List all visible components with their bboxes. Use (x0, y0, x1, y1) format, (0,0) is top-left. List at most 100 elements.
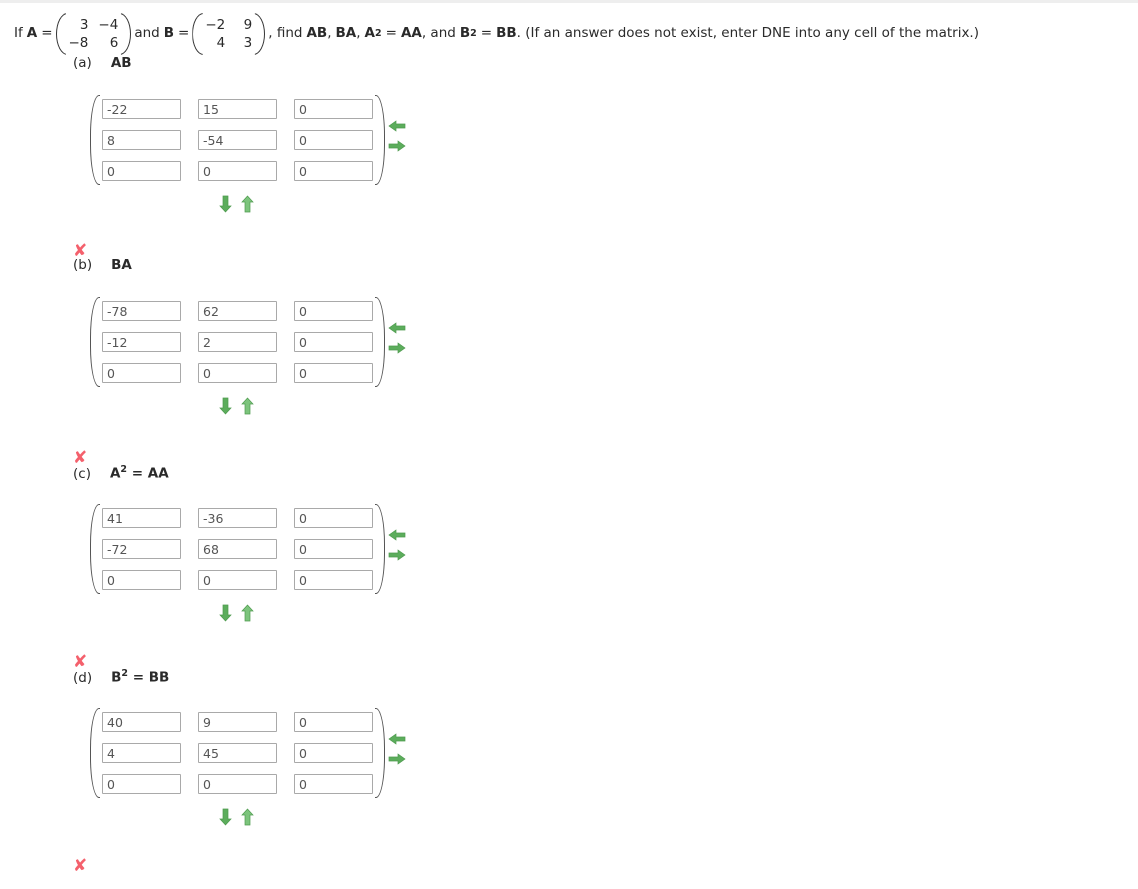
matrix-cell-r2c1[interactable] (198, 774, 277, 794)
matrix-cell-r1c0[interactable] (102, 539, 181, 559)
incorrect-mark: ✘ (73, 448, 88, 468)
matrix-b-r1c0: 4 (216, 35, 226, 51)
matrix-row (102, 301, 373, 321)
matrix-right-bracket-icon (375, 95, 387, 185)
left-arrow-icon[interactable] (388, 732, 406, 746)
part-header-b: (b) BA (73, 257, 132, 273)
question-var-a: A (26, 25, 38, 42)
matrix-cell-r2c2[interactable] (294, 774, 373, 794)
part-label: (b) (73, 257, 93, 273)
matrix-cell-r0c1[interactable] (198, 99, 277, 119)
matrix-cell-r1c2[interactable] (294, 539, 373, 559)
part-label: (d) (73, 669, 93, 686)
matrix-cell-r1c2[interactable] (294, 743, 373, 763)
matrix-cell-r1c0[interactable] (102, 130, 181, 150)
matrix-cell-r1c2[interactable] (294, 332, 373, 352)
row-controls (219, 195, 254, 213)
matrix-cell-r0c0[interactable] (102, 301, 181, 321)
question-conjunction: and (134, 25, 160, 42)
left-arrow-icon[interactable] (388, 321, 406, 335)
part-header-a: (a)AB (73, 55, 132, 71)
question-statement: If A = 3 −4 −8 6 and B = −2 9 4 3 , find… (14, 13, 979, 55)
matrix-cell-r0c2[interactable] (294, 99, 373, 119)
down-arrow-icon[interactable] (219, 808, 232, 826)
part-title: BA (111, 257, 132, 273)
question-term-ba: BA (335, 25, 357, 42)
matrix-cell-r0c0[interactable] (102, 712, 181, 732)
part-header-d: (d)B2 = BB (73, 668, 169, 686)
right-arrow-icon[interactable] (388, 752, 406, 766)
question-term-b-squared: B (459, 25, 471, 42)
question-term-a-squared: A (364, 25, 375, 42)
row-controls (219, 604, 254, 622)
matrix-a-r0c0: 3 (79, 16, 89, 33)
matrix-cell-r2c1[interactable] (198, 570, 277, 590)
matrix-cell-r2c0[interactable] (102, 161, 181, 181)
matrix-cell-r1c2[interactable] (294, 130, 373, 150)
right-arrow-icon[interactable] (388, 341, 406, 355)
incorrect-mark: ✘ (73, 241, 88, 261)
matrix-cell-r1c1[interactable] (198, 743, 277, 763)
matrix-cell-r1c0[interactable] (102, 332, 181, 352)
matrix-cell-r1c0[interactable] (102, 743, 181, 763)
up-arrow-icon[interactable] (241, 195, 254, 213)
matrix-cell-r2c2[interactable] (294, 161, 373, 181)
matrix-cell-r0c0[interactable] (102, 99, 181, 119)
matrix-cell-r2c0[interactable] (102, 363, 181, 383)
incorrect-mark: ✘ (73, 856, 88, 876)
matrix-cell-r1c1[interactable] (198, 539, 277, 559)
part-title-exponent: 2 (121, 668, 129, 679)
question-equals-4: = (480, 25, 493, 42)
question-prefix: If (14, 25, 23, 42)
matrix-right-bracket-icon (375, 297, 387, 387)
question-find: , find (268, 25, 303, 42)
matrix-row (102, 774, 373, 794)
question-equals-3: = (385, 25, 397, 42)
part-label: (c) (73, 465, 91, 482)
part-title-exponent: 2 (120, 464, 128, 475)
matrix-cell-r2c1[interactable] (198, 161, 277, 181)
row-controls (219, 808, 254, 826)
right-arrow-icon[interactable] (388, 139, 406, 153)
up-arrow-icon[interactable] (241, 808, 254, 826)
right-arrow-icon[interactable] (388, 548, 406, 562)
down-arrow-icon[interactable] (219, 604, 232, 622)
up-arrow-icon[interactable] (241, 397, 254, 415)
matrix-cell-r0c2[interactable] (294, 508, 373, 528)
matrix-cell-r2c0[interactable] (102, 570, 181, 590)
matrix-answer-widget (88, 95, 406, 213)
left-arrow-icon[interactable] (388, 528, 406, 542)
matrix-right-bracket-icon (375, 504, 387, 594)
matrix-cell-r0c2[interactable] (294, 712, 373, 732)
part-header-c: (c)A2 = AA (73, 464, 169, 482)
question-comma-2: , (356, 25, 361, 42)
column-controls (388, 528, 406, 562)
question-term-ab: AB (306, 25, 328, 42)
question-equals-2: = (178, 25, 190, 42)
matrix-right-bracket-icon (375, 708, 387, 798)
matrix-a-display: 3 −4 −8 6 (56, 13, 132, 55)
right-paren-icon (120, 13, 131, 55)
matrix-cell-r0c0[interactable] (102, 508, 181, 528)
part-label: (a) (73, 55, 92, 71)
matrix-cell-r2c2[interactable] (294, 363, 373, 383)
matrix-cell-r0c2[interactable] (294, 301, 373, 321)
matrix-cell-r0c1[interactable] (198, 712, 277, 732)
matrix-answer-widget (88, 708, 406, 826)
matrix-a-r0c1: −4 (98, 16, 119, 33)
matrix-cell-r2c1[interactable] (198, 363, 277, 383)
matrix-cell-r1c1[interactable] (198, 130, 277, 150)
matrix-b-r0c0: −2 (205, 16, 226, 33)
left-arrow-icon[interactable] (388, 119, 406, 133)
up-arrow-icon[interactable] (241, 604, 254, 622)
matrix-row (102, 130, 373, 150)
matrix-cell-r0c1[interactable] (198, 508, 277, 528)
matrix-cell-r0c1[interactable] (198, 301, 277, 321)
matrix-cell-r2c2[interactable] (294, 570, 373, 590)
question-suffix: . (If an answer does not exist, enter DN… (516, 25, 979, 42)
down-arrow-icon[interactable] (219, 195, 232, 213)
down-arrow-icon[interactable] (219, 397, 232, 415)
matrix-cell-r2c0[interactable] (102, 774, 181, 794)
column-controls (388, 119, 406, 153)
matrix-cell-r1c1[interactable] (198, 332, 277, 352)
